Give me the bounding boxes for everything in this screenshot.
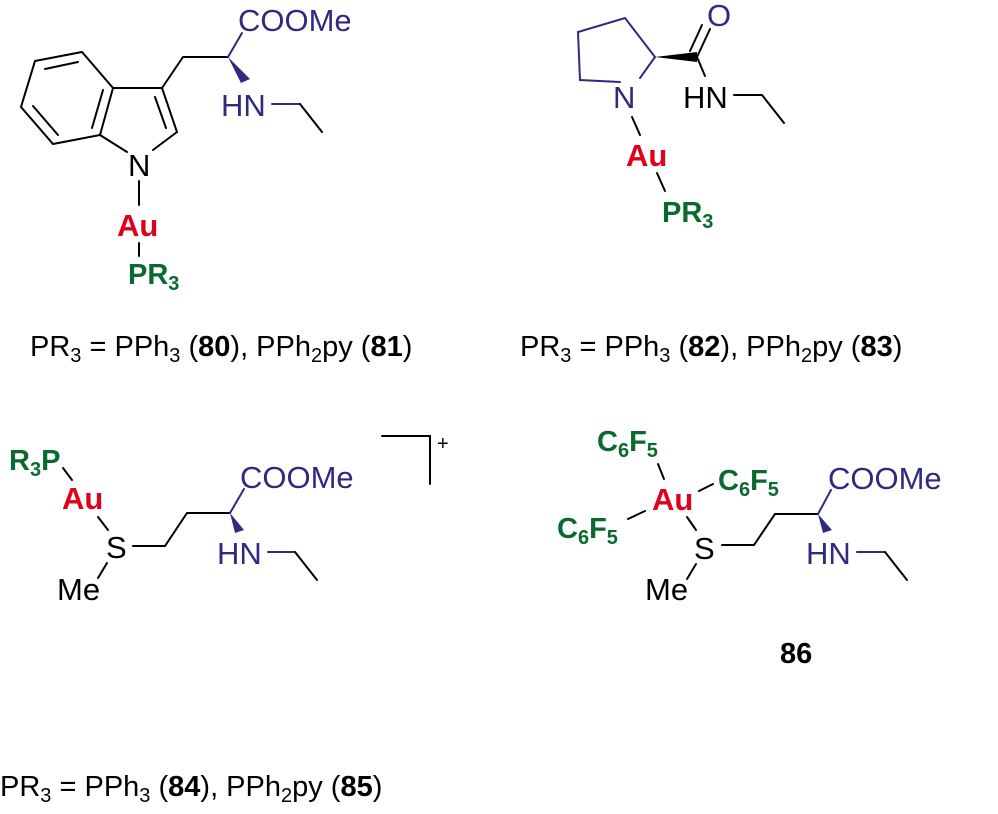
prolyl-oxygen: O (707, 0, 731, 33)
gold-atom: Au (626, 138, 667, 173)
phosphine-ligand: PR3 (662, 197, 713, 233)
gold-atom: Au (117, 208, 158, 243)
structure-80-81: N COOMe HN O Fe Au PR3 (19, 3, 352, 295)
structure-86: C6F5 Au C6F5 C6F5 S Me COOMe HN O Fe 86 (557, 426, 942, 670)
charge-bracket (381, 435, 431, 485)
pentafluorophenyl-right: C6F5 (718, 465, 779, 501)
proline-nitrogen: N (613, 80, 635, 115)
pentafluorophenyl-left: C6F5 (557, 513, 618, 549)
gold-atom: Au (62, 481, 103, 516)
caption-80-81: PR3 = PPh3 (80), PPh2py (81) (30, 331, 412, 367)
amide-nh: HN (806, 536, 851, 571)
caption-82-83: PR3 = PPh3 (82), PPh2py (83) (520, 331, 902, 367)
structure-82-83: N O HN O Fe Au PR3 (576, 0, 785, 233)
positive-charge: + (437, 433, 449, 455)
amide-nh: HN (221, 88, 266, 123)
ferrocenoyl-group: O Fe (761, 94, 785, 124)
caption-84-85: PR3 = PPh3 (84), PPh2py (85) (0, 771, 382, 807)
amide-nh: HN (683, 80, 728, 115)
ferrocenoyl-group: O Fe (884, 551, 908, 581)
sulfur-atom: S (106, 530, 127, 565)
ester-label: COOMe (238, 3, 352, 38)
compound-number-86: 86 (780, 638, 812, 670)
structure-84-85: R3P Au S Me COOMe HN O Fe + (9, 433, 449, 607)
phosphine-ligand: R3P (9, 445, 60, 481)
phosphine-ligand: PR3 (128, 259, 179, 295)
ester-label: COOMe (240, 460, 354, 495)
gold-atom: Au (652, 482, 693, 517)
pentafluorophenyl-top: C6F5 (597, 426, 658, 462)
amide-nh: HN (217, 536, 262, 571)
ferrocenoyl-group: O Fe (294, 551, 318, 581)
sulfur-atom: S (694, 531, 715, 566)
ferrocenoyl-group: O Fe (299, 103, 323, 133)
methyl-label: Me (645, 572, 688, 607)
indole-nitrogen: N (128, 148, 150, 183)
ester-label: COOMe (828, 461, 942, 496)
methyl-label: Me (57, 572, 100, 607)
